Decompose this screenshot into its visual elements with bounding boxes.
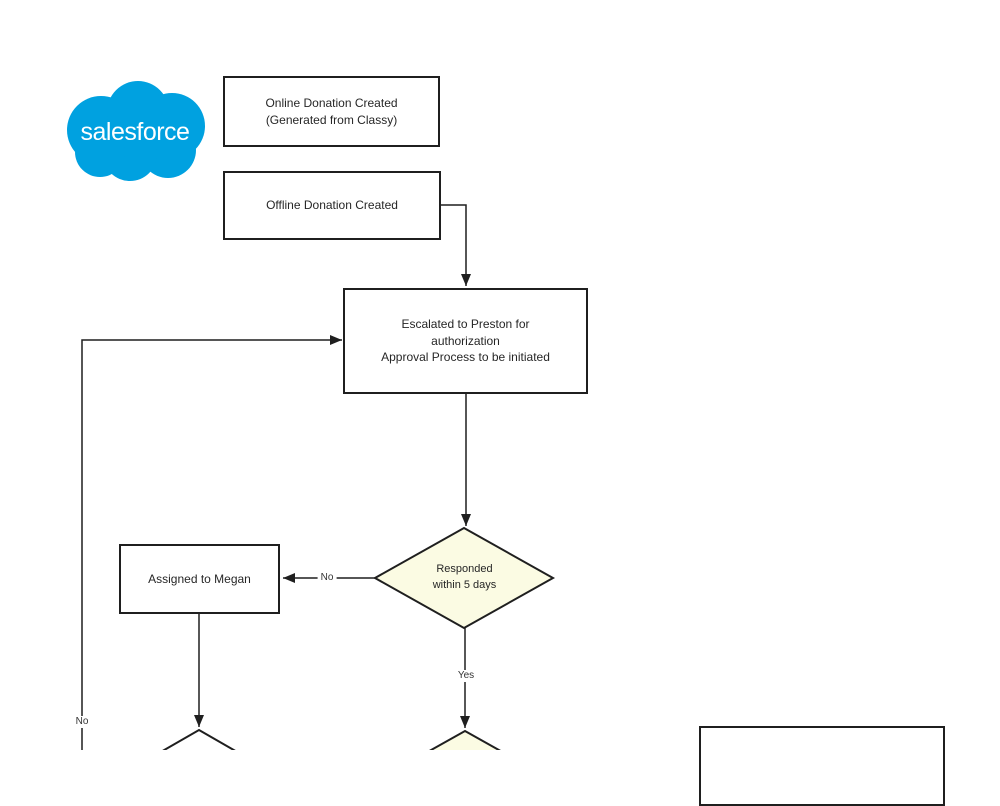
node-assigned-megan: Assigned to Megan: [119, 544, 280, 614]
flowchart-canvas: salesforce Online Donation Created (Gene…: [60, 76, 945, 806]
connector-layer: [81, 204, 556, 750]
connector-no-return-to-escalated: [81, 335, 342, 750]
salesforce-cloud-icon: [67, 81, 205, 181]
salesforce-wordmark: salesforce: [80, 118, 190, 146]
edge-label-no-assigned: No: [317, 572, 337, 584]
edge-label-yes: Yes: [454, 670, 478, 682]
node-escalated-authorization: Escalated to Preston for authorization A…: [343, 288, 588, 394]
node-online-donation: Online Donation Created (Generated from …: [223, 76, 440, 147]
node-escalated-line1: Escalated to Preston for: [401, 316, 530, 331]
edge-label-no-return: No: [72, 716, 92, 728]
decision-line1: Responded: [436, 563, 493, 576]
node-online-donation-line2: (Generated from Classy): [265, 112, 398, 127]
node-escalated-line3: Approval Process to be initiated: [381, 350, 550, 365]
decision-responded-5-days-shape: [372, 526, 556, 630]
salesforce-logo: salesforce: [60, 78, 210, 186]
node-online-donation-line1: Online Donation Created: [265, 95, 398, 110]
decision-partial-bottom-left: [162, 728, 236, 750]
node-offline-donation-line1: Offline Donation Created: [266, 198, 398, 213]
node-offline-donation: Offline Donation Created: [223, 171, 441, 240]
decision-responded-5-days-label: Responded within 5 days: [383, 530, 546, 626]
decision-partial-bottom-center: [429, 729, 501, 750]
node-assigned-megan-line1: Assigned to Megan: [148, 571, 251, 586]
decision-line2: within 5 days: [432, 579, 497, 591]
node-partial-bottom-right: [699, 726, 945, 806]
connector-offline-to-escalated: [441, 204, 471, 286]
node-escalated-line2: authorization: [431, 333, 500, 348]
